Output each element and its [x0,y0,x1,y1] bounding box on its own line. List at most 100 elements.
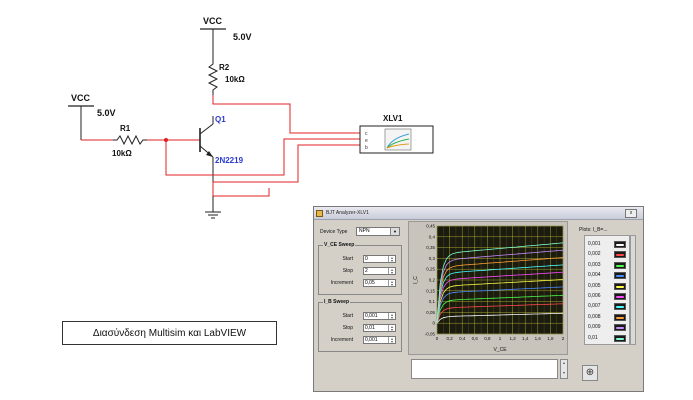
y-tick-label: 0 [432,321,435,326]
caption-text: Διασύνδεση Multisim και LabVIEW [92,327,247,339]
vce-stop-value: 2 [365,268,368,274]
vcc-top-label: VCC [203,16,223,26]
legend-row[interactable]: 0,006 [588,292,628,301]
series-line[interactable] [436,312,564,324]
x-axis-label: V_CE [493,347,507,353]
x-tick-label: 2 [562,336,565,341]
legend-swatch-icon[interactable] [614,334,626,342]
legend-row[interactable]: 0,004 [588,271,628,280]
x-tick-label: 0,2 [446,336,453,341]
x-tick-label: 1,6 [535,336,542,341]
y-tick-label: -0,05 [425,332,436,337]
legend-swatch-icon[interactable] [614,251,626,259]
legend-header: Plots: I_B=... [579,227,608,233]
series-line[interactable] [436,257,564,324]
vce-sweep-group: V_CE Sweep Start 0▴▾ Stop 2▴▾ Increment … [318,242,402,295]
xlv1-name: XLV1 [383,114,403,123]
ib-start-value: 0,001 [365,313,378,319]
legend-label: 0,01 [588,334,598,341]
legend-row[interactable]: 0,007 [588,302,628,311]
y-tick-label: 0,15 [426,288,435,293]
xlv1-instrument[interactable] [359,125,434,154]
series-line[interactable] [436,264,564,324]
q1-transistor[interactable] [199,116,214,196]
info-scrollbar[interactable]: ▴▾ [560,359,568,379]
legend-swatch-icon[interactable] [614,293,626,300]
r1-name: R1 [120,124,131,133]
ib-increment-value: 0,001 [365,337,378,343]
y-tick-label: 0,1 [429,299,436,304]
vcc-left-label: VCC [71,93,91,103]
legend-swatch-icon[interactable] [614,324,626,332]
window-titlebar[interactable]: BJT Analyzer-XLV1 x [314,207,643,220]
legend-label: 0,009 [588,324,601,331]
r1-resistor[interactable] [113,134,147,146]
x-tick-label: 0,4 [459,336,466,341]
ib-start-field[interactable]: 0,001 ▴▾ [363,312,396,320]
series-line[interactable] [436,294,564,324]
ib-increment-label: Increment [330,337,353,343]
legend-swatch-icon[interactable] [614,272,626,280]
vce-increment-field[interactable]: 0,05 ▴▾ [363,279,396,287]
bjt-analyzer-window: BJT Analyzer-XLV1 x Device Type NPN ▼ V_… [313,206,644,392]
legend-row[interactable]: 0,001 [588,240,628,249]
spinner-icon[interactable]: ▴▾ [388,337,395,344]
close-icon[interactable]: x [625,208,637,218]
y-tick-label: 0,05 [426,310,435,315]
ib-stop-field[interactable]: 0,01▴▾ [363,324,396,332]
info-display [411,359,558,379]
vce-start-field[interactable]: 0 ▴▾ [363,255,396,263]
legend-label: 0,004 [588,272,601,279]
chevron-down-icon[interactable]: ▼ [390,228,399,235]
device-type-value: NPN [359,228,370,234]
y-tick-label: 0,4 [429,234,436,239]
series-line[interactable] [436,271,564,324]
vce-increment-label: Increment [330,280,353,286]
series-line[interactable] [436,249,564,324]
y-tick-label: 0,25 [426,267,435,272]
vce-stop-field[interactable]: 2 ▴▾ [363,267,396,275]
legend-row[interactable]: 0,01 [588,334,628,343]
ib-increment-field[interactable]: 0,001 ▴▾ [363,336,396,344]
spinner-icon[interactable]: ▴▾ [388,268,395,275]
series-line[interactable] [436,242,564,324]
legend-scrollbar[interactable] [630,235,636,345]
r2-resistor[interactable] [207,60,219,95]
y-axis-label: I_C [413,276,419,284]
xlv1-pin-e: e [365,138,368,144]
legend-swatch-icon[interactable] [614,313,626,321]
spinner-icon[interactable]: ▴▾ [388,313,395,320]
legend-row[interactable]: 0,002 [588,250,628,259]
vcc-left-value: 5.0V [97,108,116,118]
device-type-label: Device Type [320,229,348,235]
pan-tool-icon[interactable]: ⊕ [582,365,598,381]
x-tick-label: 1,8 [547,336,554,341]
series-line[interactable] [436,303,564,324]
series-line[interactable] [436,279,564,324]
ib-sweep-title: I_B Sweep [323,299,351,305]
legend-row[interactable]: 0,008 [588,313,628,322]
legend-row[interactable]: 0,003 [588,261,628,270]
legend-row[interactable]: 0,005 [588,282,628,291]
legend-swatch-icon[interactable] [614,261,626,269]
device-type-select[interactable]: NPN ▼ [356,227,400,236]
spinner-icon[interactable]: ▴▾ [388,325,395,332]
legend-swatch-icon[interactable] [614,241,626,248]
legend-row[interactable]: 0,009 [588,323,628,332]
legend-label: 0,006 [588,293,601,299]
legend-swatch-icon[interactable] [614,282,626,290]
spinner-icon[interactable]: ▴▾ [388,256,395,263]
r2-name: R2 [219,63,230,72]
y-tick-label: 0,3 [429,256,436,261]
series-line[interactable] [436,286,564,324]
vce-increment-value: 0,05 [365,280,375,286]
legend-label: 0,007 [588,303,601,310]
ib-sweep-group: I_B Sweep Start 0,001▴▾ Stop 0,01▴▾ Incr… [318,299,402,352]
legend-label: 0,005 [588,282,601,289]
legend-swatch-icon[interactable] [614,303,626,311]
spinner-icon[interactable]: ▴▾ [388,280,395,287]
vce-start-value: 0 [365,256,368,262]
labview-app-icon [316,209,323,217]
